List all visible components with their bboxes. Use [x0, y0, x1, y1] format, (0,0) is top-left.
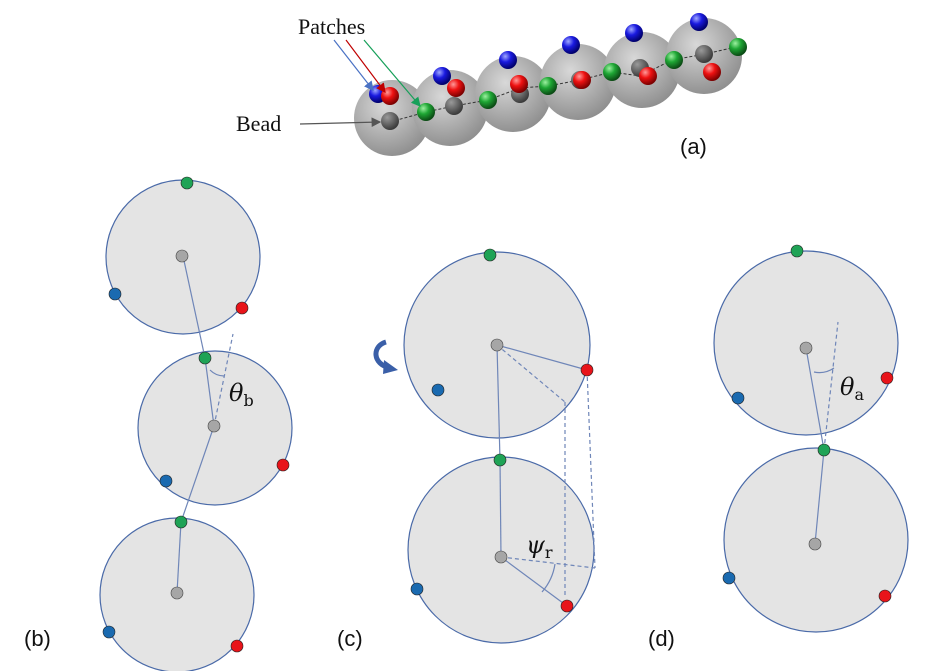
blue-patch — [433, 67, 451, 85]
bead-centers — [799, 341, 822, 551]
patches — [722, 244, 894, 603]
bond-line — [805, 347, 825, 451]
green-patch — [180, 176, 194, 190]
red-patch — [703, 63, 721, 81]
green-patches — [417, 38, 747, 121]
bead-center — [695, 45, 713, 63]
green-patch — [479, 91, 497, 109]
blue-patch — [102, 625, 116, 639]
red-patches — [381, 63, 721, 105]
blue-patch — [410, 582, 424, 596]
red-patch — [639, 67, 657, 85]
blue-patch — [431, 383, 445, 397]
green-patch — [493, 453, 507, 467]
projection-dashed-line — [500, 556, 596, 569]
red-patch — [573, 71, 591, 89]
alignment-angle-label: θa — [840, 373, 864, 404]
panel-label-b: (b) — [24, 626, 51, 651]
red-patch — [880, 371, 894, 385]
patch-vector-line — [500, 556, 568, 607]
bead-center — [494, 550, 508, 564]
patch-vector-line — [496, 344, 588, 371]
projection-dashed-line — [586, 369, 596, 569]
reference-dashed-line — [213, 333, 234, 427]
blue-patch — [108, 287, 122, 301]
bead-label: Bead — [236, 111, 281, 136]
red-patch — [878, 589, 892, 603]
patches-arrow-green — [363, 39, 421, 107]
bead-center — [381, 112, 399, 130]
red-patch — [560, 599, 574, 613]
red-patch — [580, 363, 594, 377]
bond-line — [182, 255, 206, 359]
bead-arrow — [299, 117, 382, 128]
red-patch — [230, 639, 244, 653]
patches-label: Patches — [298, 14, 365, 39]
blue-patch — [625, 24, 643, 42]
bead-center — [490, 338, 504, 352]
patches — [410, 248, 594, 613]
panel-b-bending-angle: θb (b) — [24, 176, 293, 671]
bead-center — [799, 341, 813, 355]
red-patch — [447, 79, 465, 97]
green-patch — [665, 51, 683, 69]
construction-lines — [496, 344, 596, 607]
bead-center — [175, 249, 189, 263]
bond-line — [814, 449, 825, 545]
red-patch — [276, 458, 290, 472]
blue-patch — [690, 13, 708, 31]
red-patch — [235, 301, 249, 315]
bead-centers — [170, 249, 221, 600]
green-patch — [198, 351, 212, 365]
construction-lines — [805, 321, 839, 545]
bending-angle-label: θb — [229, 379, 254, 410]
bond-line — [499, 459, 502, 558]
bead-center — [808, 537, 822, 551]
green-patch — [790, 244, 804, 258]
green-patch — [539, 77, 557, 95]
bond-line — [180, 425, 215, 523]
bead-centers — [490, 338, 508, 564]
bond-line — [176, 521, 182, 594]
panel-a-rendered-chain: Patches Bead (a) — [236, 13, 747, 159]
panel-d-alignment-angle: θa (d) — [648, 244, 909, 651]
patches-arrow-red — [345, 39, 386, 93]
angle-arc — [541, 563, 556, 593]
bead-center — [445, 97, 463, 115]
green-patch — [417, 103, 435, 121]
bead-circles — [99, 179, 293, 671]
panel-c-rotation-angle: ψr (c) — [337, 248, 596, 651]
green-patch — [729, 38, 747, 56]
blue-patch — [159, 474, 173, 488]
bond-line — [496, 344, 501, 461]
bead-circles — [713, 250, 909, 633]
panel-label-c: (c) — [337, 626, 363, 651]
green-patch — [817, 443, 831, 457]
blue-patch — [562, 36, 580, 54]
blue-patch — [499, 51, 517, 69]
angle-arc — [813, 367, 835, 374]
panel-label-a: (a) — [680, 134, 707, 159]
green-patch — [483, 248, 497, 262]
green-patch — [603, 63, 621, 81]
bond-lines — [176, 255, 234, 594]
angle-arc — [209, 369, 225, 377]
rotation-arrow-icon-head — [383, 360, 398, 374]
panel-label-d: (d) — [648, 626, 675, 651]
reference-dashed-line — [823, 321, 839, 451]
patches — [102, 176, 290, 653]
projection-dashed-line — [496, 344, 566, 403]
red-patch — [510, 75, 528, 93]
patches-arrow-blue — [333, 39, 374, 91]
blue-patch — [731, 391, 745, 405]
bead-center — [170, 586, 184, 600]
rotation-angle-label: ψr — [526, 531, 553, 562]
bead-center — [207, 419, 221, 433]
blue-patch — [722, 571, 736, 585]
bond-line — [204, 357, 215, 427]
green-patch — [174, 515, 188, 529]
